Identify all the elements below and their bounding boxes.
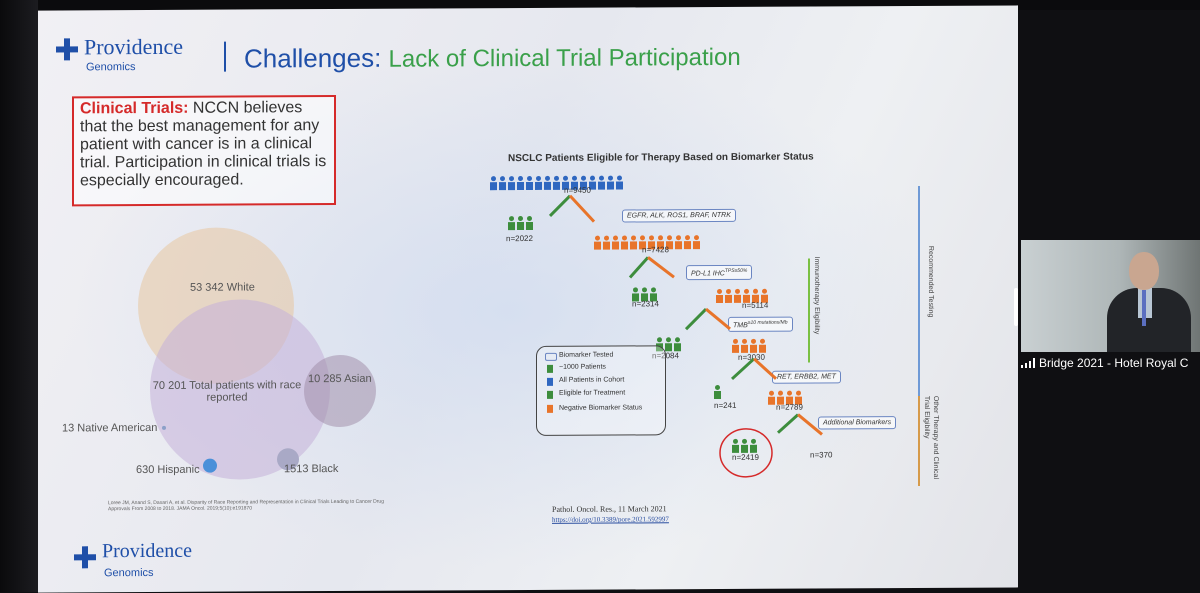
arrow-negative xyxy=(648,257,674,277)
speaker-video-tile[interactable] xyxy=(1021,240,1200,352)
legend-tested: Biomarker Tested xyxy=(559,352,613,359)
person-icon xyxy=(547,378,553,386)
legend-negative: Negative Biomarker Status xyxy=(559,403,649,413)
room-wall xyxy=(0,0,38,592)
presentation-slide: Providence Genomics Challenges: Lack of … xyxy=(38,5,1018,592)
label-other: Other Therapy and Clinical Trial Eligibi… xyxy=(922,396,940,486)
speaker-head xyxy=(1129,252,1159,290)
label-recommended: Recommended Testing xyxy=(927,246,934,318)
speaker-lanyard xyxy=(1142,290,1146,326)
arrow-eligible xyxy=(686,309,706,329)
arrow-eligible xyxy=(732,359,754,379)
recommended-bar xyxy=(918,186,920,396)
reference-text: Pathol. Oncol. Res., 11 March 2021 xyxy=(552,504,667,514)
arrow-negative xyxy=(798,414,822,434)
highlight-ring xyxy=(720,429,772,477)
legend-cohort: All Patients in Cohort xyxy=(559,376,624,383)
scrollbar-handle[interactable] xyxy=(1014,288,1018,326)
tested-swatch xyxy=(545,353,557,361)
person-icon xyxy=(547,391,553,399)
arrow-negative xyxy=(570,196,594,222)
diagram-legend: Biomarker Tested ~1000 Patients All Pati… xyxy=(536,345,666,436)
legend-patients: ~1000 Patients xyxy=(559,364,606,371)
signal-strength-icon xyxy=(1021,358,1035,368)
other-bar xyxy=(918,396,920,486)
arrow-eligible xyxy=(778,415,798,433)
video-caption-text: Bridge 2021 - Hotel Royal C xyxy=(1039,356,1188,370)
arrow-eligible xyxy=(630,257,648,277)
reference-link[interactable]: https://doi.org/10.3389/pore.2021.592997 xyxy=(552,515,669,524)
arrow-negative xyxy=(754,359,776,379)
arrow-negative xyxy=(706,309,730,329)
diagram-arrows xyxy=(38,5,1018,592)
immuno-bar xyxy=(808,259,810,363)
legend-eligible: Eligible for Treatment xyxy=(559,389,625,396)
video-caption: Bridge 2021 - Hotel Royal C xyxy=(1021,356,1200,370)
label-immuno: Immunotherapy Eligibility xyxy=(813,256,820,334)
person-icon xyxy=(547,365,553,373)
person-icon xyxy=(547,405,553,413)
arrow-eligible xyxy=(550,196,570,216)
